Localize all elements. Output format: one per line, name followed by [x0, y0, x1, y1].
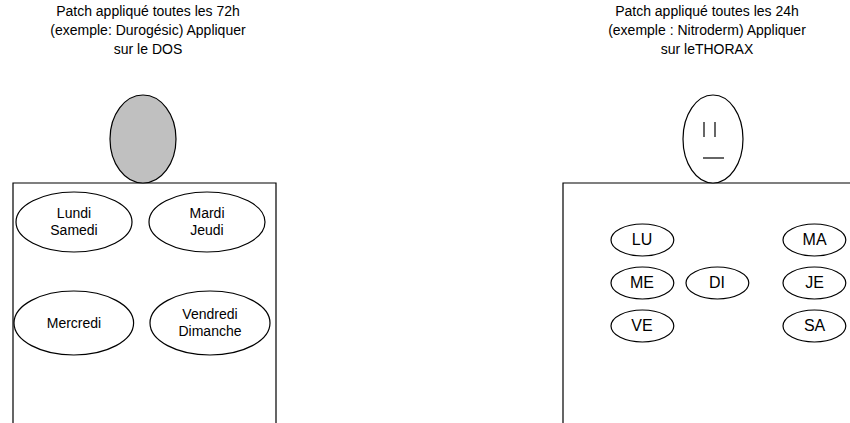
day-ellipse: JE — [783, 267, 846, 299]
day-text: VE — [622, 316, 662, 335]
day-text: Mardi Jeudi — [172, 205, 242, 239]
ellipse-shape — [783, 310, 846, 342]
eye — [714, 122, 715, 137]
ellipse-shape — [783, 267, 846, 299]
mouth — [703, 157, 724, 158]
back-body — [13, 183, 276, 423]
day-ellipse: Vendredi Dimanche — [150, 291, 270, 355]
ellipse-shape — [686, 267, 749, 299]
day-ellipse: DI — [686, 267, 749, 299]
day-ellipse: SA — [783, 310, 846, 342]
day-text: SA — [795, 316, 835, 335]
ellipse-shape — [611, 310, 674, 342]
day-ellipse: ME — [611, 267, 674, 299]
day-text: Lundi Samedi — [39, 205, 109, 239]
title-note: Patch appliqué toutes les 72h (exemple: … — [41, 2, 256, 59]
day-ellipse: Mardi Jeudi — [149, 192, 265, 252]
ellipse-shape — [14, 291, 134, 355]
day-text: LU — [622, 230, 662, 249]
chest-body — [563, 183, 850, 423]
ellipse-shape — [783, 224, 846, 256]
day-text: MA — [795, 230, 835, 249]
day-text: Mercredi — [34, 315, 114, 332]
day-text: Vendredi Dimanche — [170, 306, 250, 340]
ellipse-shape — [611, 267, 674, 299]
eye — [703, 122, 704, 137]
day-ellipse: Lundi Samedi — [16, 192, 132, 252]
ellipse-shape — [16, 192, 132, 252]
day-ellipse: LU — [611, 224, 674, 256]
day-ellipse: Mercredi — [14, 291, 134, 355]
ellipse-shape — [150, 291, 270, 355]
title-note: Patch appliqué toutes les 24h (exemple :… — [600, 2, 815, 59]
head-face — [683, 95, 743, 183]
day-text: JE — [795, 273, 835, 292]
day-ellipse: VE — [611, 310, 674, 342]
day-text: DI — [697, 273, 737, 292]
ellipse-shape — [611, 224, 674, 256]
head-back — [110, 95, 176, 183]
ellipse-shape — [149, 192, 265, 252]
day-ellipse: MA — [783, 224, 846, 256]
day-text: ME — [622, 273, 662, 292]
